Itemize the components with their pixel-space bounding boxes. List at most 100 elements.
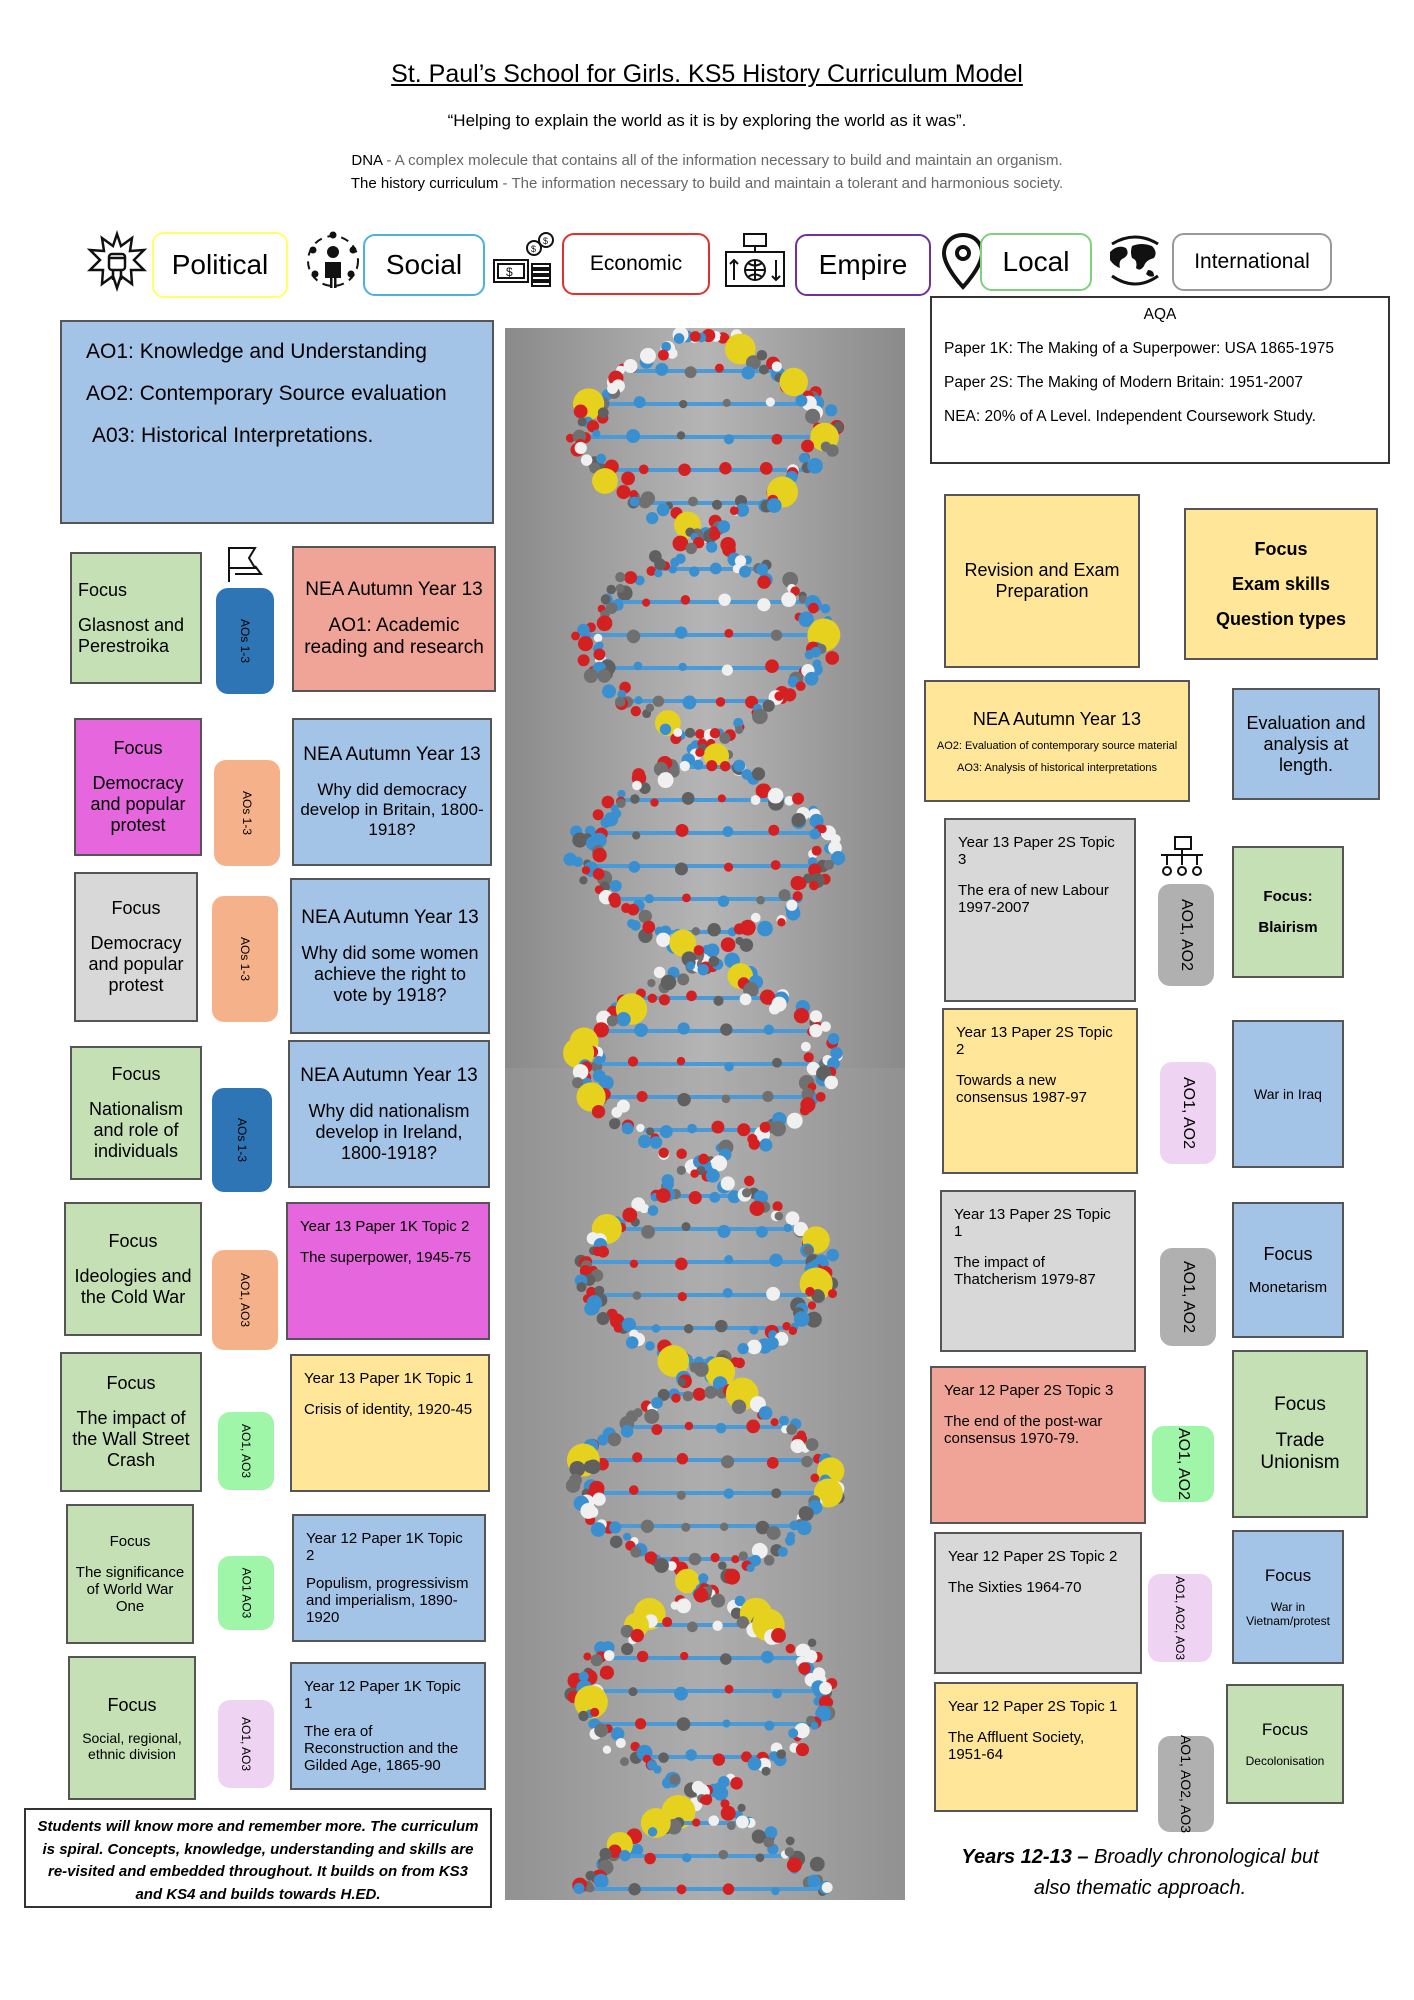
helix-atom xyxy=(759,1138,773,1152)
focus-box: Focus: Blairism xyxy=(1232,846,1344,978)
helix-atom xyxy=(807,1301,817,1310)
helix-atom xyxy=(585,1883,595,1893)
focus-box: Focus Ideologies and the Cold War xyxy=(64,1202,202,1336)
helix-atom xyxy=(804,671,819,686)
helix-atom xyxy=(633,661,643,671)
helix-atom xyxy=(708,1815,720,1827)
helix-atom xyxy=(730,1777,743,1790)
helix-atom xyxy=(597,1434,609,1446)
helix-atom xyxy=(717,520,731,533)
focus-label: Focus xyxy=(1261,1720,1309,1739)
helix-atom xyxy=(596,453,607,464)
helix-atom xyxy=(659,1125,673,1139)
helix-atom xyxy=(763,1836,774,1848)
helix-atom xyxy=(807,457,823,474)
page-title: St. Paul’s School for Girls. KS5 History… xyxy=(391,60,1023,88)
helix-atom xyxy=(625,1336,639,1349)
helix-atom xyxy=(817,824,827,834)
helix-atom xyxy=(767,787,784,804)
helix-atom xyxy=(827,1057,840,1070)
helix-atom xyxy=(713,995,724,1006)
helix-atom xyxy=(772,1201,783,1212)
helix-atom xyxy=(636,1123,645,1133)
helix-atom xyxy=(633,396,646,409)
helix-atom xyxy=(827,1032,840,1045)
focus-box: Focus Social, regional, ethnic division xyxy=(68,1656,196,1800)
helix-atom xyxy=(714,363,724,373)
helix-atom xyxy=(657,349,669,361)
helix-atom xyxy=(593,1873,609,1889)
helix-atom xyxy=(674,862,688,876)
focus-text: Ideologies and the Cold War xyxy=(74,1265,192,1307)
ao-pill: AO1, AO2 xyxy=(1160,1062,1216,1164)
helix-atom xyxy=(807,1638,817,1648)
focus-text: Glasnost and Perestroika xyxy=(78,614,185,656)
topic-text: The end of the post-war consensus 1970-7… xyxy=(944,1413,1103,1447)
helix-atom xyxy=(628,1687,638,1697)
helix-atom xyxy=(769,1253,783,1267)
helix-atom xyxy=(630,705,642,717)
helix-atom xyxy=(768,1003,781,1015)
helix-atom xyxy=(585,1870,596,1881)
helix-atom xyxy=(592,429,601,438)
helix-atom xyxy=(687,1123,697,1134)
ao-pill-label: AOs 1-3 xyxy=(237,936,252,982)
helix-atom xyxy=(771,433,783,445)
helix-atom xyxy=(633,1408,643,1418)
dna-definition: DNA - A complex molecule that contains a… xyxy=(0,152,1414,169)
topic-box: Year 12 Paper 2S Topic 3 The end of the … xyxy=(930,1366,1146,1524)
helix-atom xyxy=(654,569,663,578)
helix-atom xyxy=(786,1424,798,1435)
helix-atom xyxy=(762,1090,774,1103)
helix-atom xyxy=(772,1057,782,1068)
helix-atom xyxy=(766,1525,781,1540)
helix-atom xyxy=(766,1457,779,1469)
helix-atom xyxy=(752,708,768,725)
helix-atom xyxy=(668,564,678,574)
helix-atom xyxy=(630,1546,642,1558)
helix-atom xyxy=(744,1175,755,1187)
helix-atom xyxy=(688,1191,702,1205)
helix-atom xyxy=(724,628,734,638)
helix-atom xyxy=(720,1522,729,1532)
helix-atom xyxy=(635,1718,647,1730)
focus-box: Focus The significance of World War One xyxy=(66,1504,194,1644)
helix-atom xyxy=(680,595,691,605)
helix-atom xyxy=(770,1418,779,1427)
helix-atom xyxy=(576,1282,587,1293)
focus-text: Monetarism xyxy=(1248,1279,1328,1296)
theme-empire: Empire xyxy=(795,234,931,296)
helix-atom xyxy=(781,592,797,608)
helix-atom xyxy=(577,654,590,667)
helix-atom xyxy=(579,1265,592,1277)
focus-box: Focus Monetarism xyxy=(1232,1202,1344,1338)
helix-atom xyxy=(763,1024,775,1035)
helix-atom xyxy=(736,1616,750,1629)
helix-atom xyxy=(580,1502,597,1519)
helix-atom xyxy=(594,1285,605,1296)
focus-text: War in Vietnam/protest xyxy=(1246,1600,1330,1628)
helix-atom xyxy=(571,631,580,641)
helix-atom xyxy=(639,347,656,364)
topic-box: Year 12 Paper 1K Topic 2 Populism, progr… xyxy=(292,1514,486,1642)
helix-atom xyxy=(777,918,786,927)
theme-local-label: Local xyxy=(1002,246,1070,277)
helix-atom xyxy=(676,1490,686,1500)
helix-atom xyxy=(609,879,622,893)
helix-atom xyxy=(651,1424,663,1435)
helix-atom xyxy=(630,920,641,931)
helix-atom xyxy=(611,1106,623,1118)
ao-pill-label: AOs 1-3 xyxy=(234,1117,249,1163)
helix-atom xyxy=(746,1419,761,1434)
helix-atom xyxy=(578,1671,589,1682)
helix-atom xyxy=(809,813,824,829)
helix-atom xyxy=(676,1453,689,1465)
topic-title: Year 12 Paper 2S Topic 3 xyxy=(944,1382,1114,1399)
helix-atom xyxy=(755,1520,770,1535)
helix-atom xyxy=(759,989,776,1005)
theme-international-label: International xyxy=(1194,250,1310,273)
helix-atom xyxy=(774,691,785,701)
helix-atom xyxy=(777,1546,788,1557)
focus-text: Social, regional, ethnic division xyxy=(82,1729,182,1762)
focus-label: Focus xyxy=(106,1373,156,1393)
